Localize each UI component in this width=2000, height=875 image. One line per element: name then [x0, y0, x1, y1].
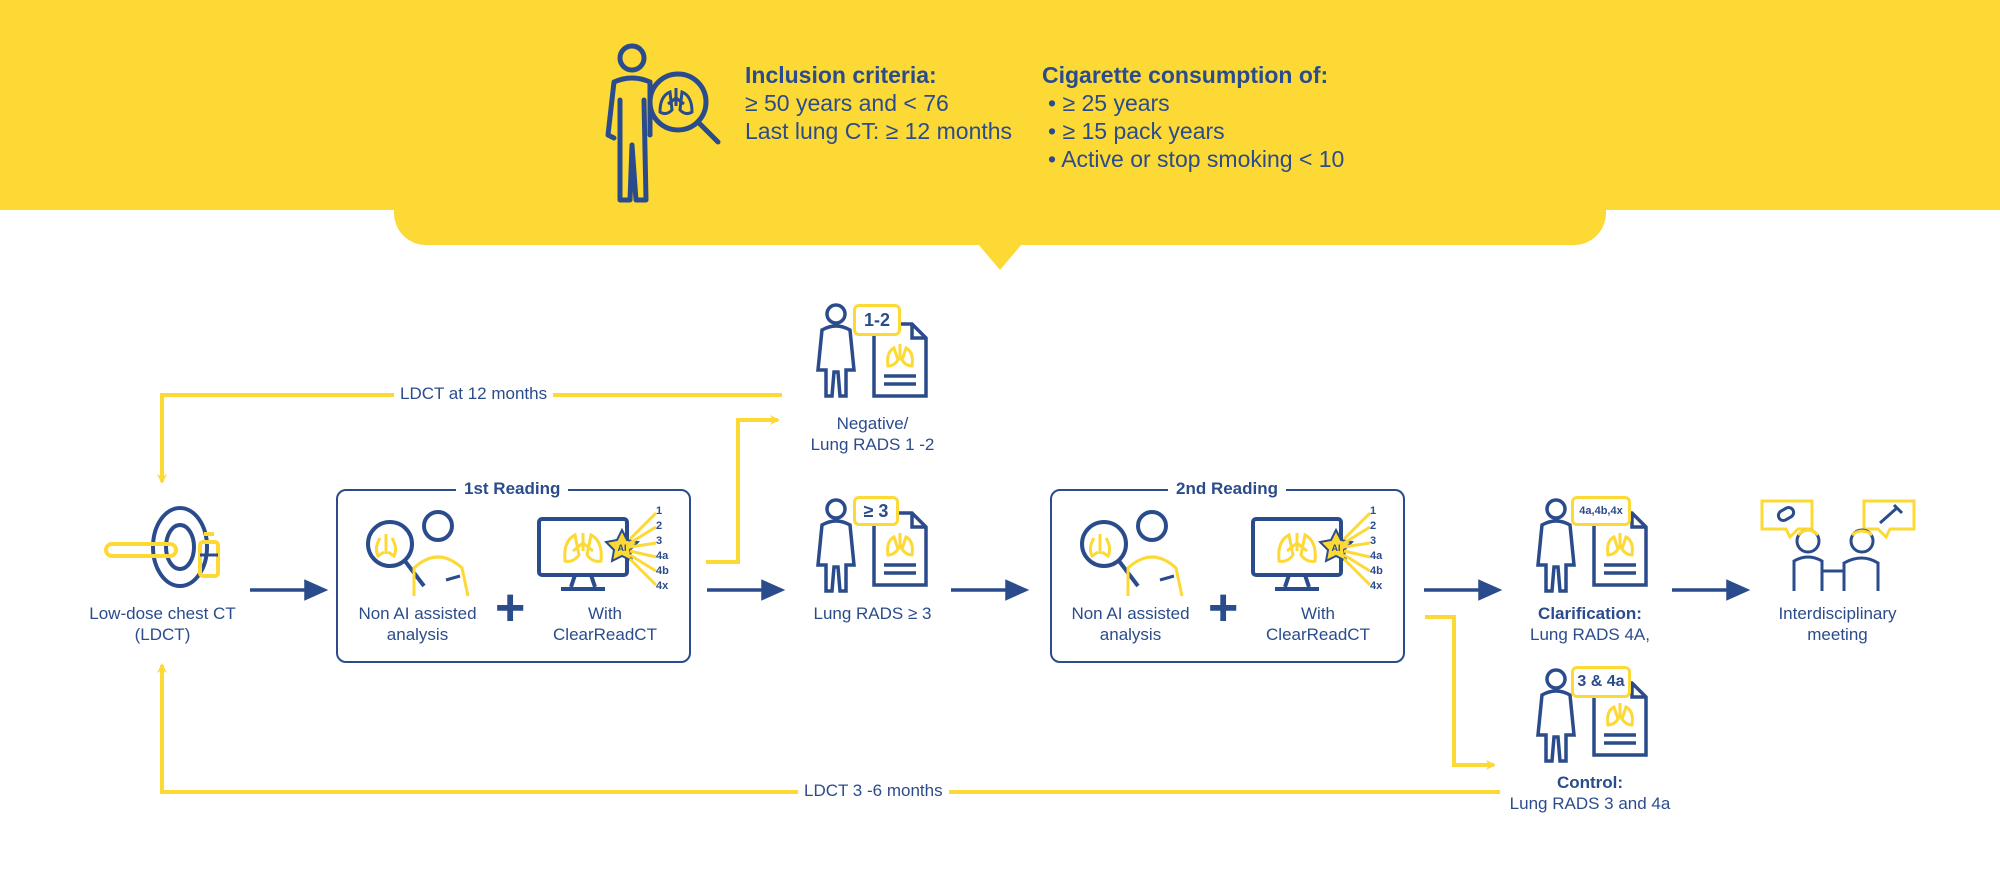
negative-line1: Negative/	[836, 414, 909, 433]
first-ai-line1: With	[588, 604, 622, 623]
arrow-to-negative	[706, 415, 780, 564]
svg-text:AI: AI	[1332, 543, 1341, 553]
ldct-3-6-months-label: LDCT 3 -6 months	[798, 781, 949, 801]
first-reading-title: 1st Reading	[456, 479, 569, 499]
scale-item: 4a	[1370, 550, 1383, 562]
second-reading-title: 2nd Reading	[1168, 479, 1287, 499]
scale-item: 4a	[656, 550, 669, 562]
criteria-banner-tab	[394, 150, 1606, 245]
ldct-12-months-label: LDCT at 12 months	[394, 384, 554, 404]
ai-rays-icon	[1342, 511, 1372, 587]
first-ai-label: With ClearReadCT	[530, 603, 680, 645]
control-line2: Lung RADS 3 and 4a	[1509, 794, 1671, 813]
second-non-ai-line2: analysis	[1099, 625, 1162, 644]
clarification-bubble: 4a,4b,4x	[1571, 496, 1631, 526]
ct-scanner-icon	[104, 506, 220, 588]
scale-item: 4b	[1370, 565, 1383, 577]
inclusion-title: Inclusion criteria:	[745, 62, 937, 88]
rads3-label: Lung RADS ≥ 3	[790, 603, 955, 624]
second-non-ai-line1: Non AI assisted	[1071, 604, 1190, 623]
svg-text:AI: AI	[618, 543, 627, 553]
ai-rays-icon	[628, 511, 658, 587]
control-label: Control: Lung RADS 3 and 4a	[1490, 772, 1690, 814]
plus-sign: +	[1208, 579, 1239, 637]
scale-item: 1	[1370, 505, 1377, 517]
ldct-label-line1: Low-dose chest CT	[89, 604, 236, 623]
first-non-ai-label: Non AI assisted analysis	[345, 603, 490, 645]
first-ai-line2: ClearReadCT	[553, 625, 657, 644]
second-ai-line2: ClearReadCT	[1266, 625, 1370, 644]
second-ai-label: With ClearReadCT	[1243, 603, 1393, 645]
doctor-magnifier-icon	[366, 510, 470, 597]
control-bubble: 3 & 4a	[1571, 666, 1631, 698]
person-magnifier-lungs-icon	[605, 43, 721, 203]
rads3-line1: Lung RADS ≥ 3	[813, 604, 932, 623]
interdisciplinary-line2: meeting	[1807, 625, 1868, 644]
ldct-label-line2: (LDCT)	[134, 625, 191, 644]
ai-scale: 1 2 3 4a 4b 4x	[1370, 504, 1383, 594]
loop-arrow-3-6-months	[157, 663, 1500, 794]
scale-item: 3	[1370, 535, 1377, 547]
second-ai-line1: With	[1301, 604, 1335, 623]
scale-item: 2	[656, 520, 663, 532]
inclusion-age: ≥ 50 years and < 76	[745, 90, 949, 116]
doctor-report-icon	[816, 498, 928, 593]
negative-label: Negative/ Lung RADS 1 -2	[790, 413, 955, 455]
second-non-ai-label: Non AI assisted analysis	[1058, 603, 1203, 645]
ldct-label: Low-dose chest CT (LDCT)	[75, 603, 250, 645]
doctor-magnifier-icon	[1080, 510, 1184, 597]
plus-sign: +	[495, 579, 526, 637]
cigarette-criteria: Cigarette consumption of: ≥ 25 years ≥ 1…	[1042, 62, 1344, 173]
first-non-ai-line2: analysis	[386, 625, 449, 644]
clarification-line2: Lung RADS 4A,	[1529, 625, 1650, 644]
arrow-to-control	[1425, 615, 1496, 770]
inclusion-criteria: Inclusion criteria: ≥ 50 years and < 76 …	[745, 62, 1012, 145]
criteria-banner-pointer	[978, 244, 1022, 270]
inclusion-last-ct: Last lung CT: ≥ 12 months	[745, 118, 1013, 144]
scale-item: 3	[656, 535, 663, 547]
rads3-bubble: ≥ 3	[853, 496, 899, 526]
interdisciplinary-team-icon	[1760, 499, 1916, 591]
cigarette-item: Active or stop smoking < 10	[1042, 145, 1344, 173]
scale-item: 4b	[656, 565, 669, 577]
doctor-report-icon	[1536, 668, 1648, 763]
control-title: Control:	[1556, 773, 1624, 792]
scale-item: 4x	[656, 580, 669, 592]
cigarette-item: ≥ 25 years	[1042, 89, 1344, 117]
clarification-label: Clarification: Lung RADS 4A,	[1500, 603, 1680, 645]
loop-arrow-12-months	[157, 393, 782, 484]
scale-item: 2	[1370, 520, 1377, 532]
scale-item: 1	[656, 505, 663, 517]
interdisciplinary-line1: Interdisciplinary	[1778, 604, 1897, 623]
ai-scale: 1 2 3 4a 4b 4x	[656, 504, 669, 594]
negative-rads-bubble: 1-2	[853, 304, 901, 336]
cigarette-item: ≥ 15 pack years	[1042, 117, 1344, 145]
first-non-ai-line1: Non AI assisted	[358, 604, 477, 623]
negative-line2: Lung RADS 1 -2	[810, 435, 935, 454]
clarification-title: Clarification:	[1538, 604, 1642, 623]
scale-item: 4x	[1370, 580, 1383, 592]
interdisciplinary-label: Interdisciplinary meeting	[1755, 603, 1920, 645]
doctor-report-icon	[816, 303, 928, 398]
cigarette-title: Cigarette consumption of:	[1042, 62, 1329, 88]
